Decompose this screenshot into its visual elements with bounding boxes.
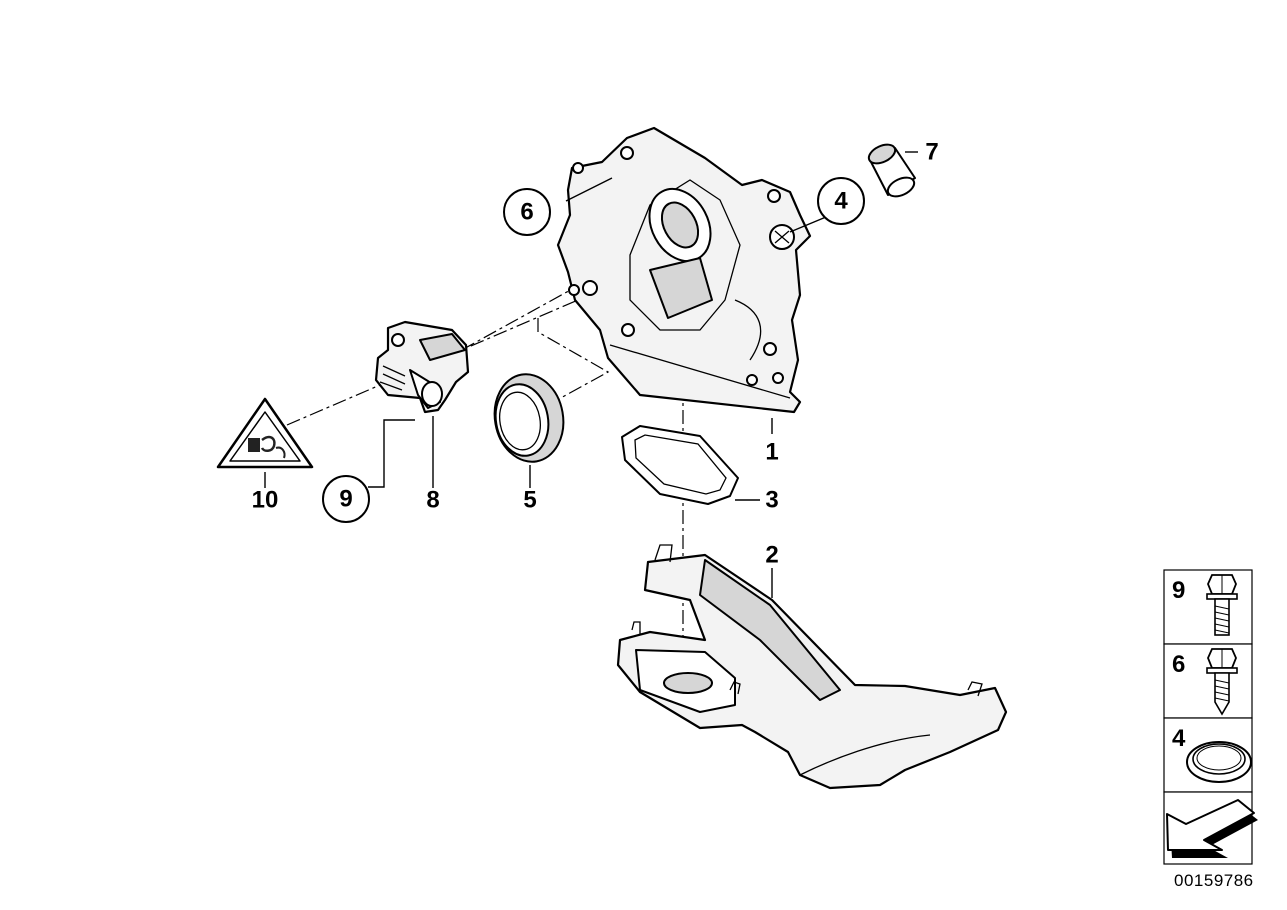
warning-label[interactable] bbox=[216, 397, 314, 469]
legend-panel: 9 6 4 bbox=[1163, 569, 1258, 865]
sleeve[interactable] bbox=[866, 141, 917, 200]
oil-can-symbol-icon bbox=[248, 435, 286, 459]
circled-callout-9: 9 bbox=[322, 475, 370, 523]
callout-7: 7 bbox=[925, 139, 938, 166]
sealing-ring-icon bbox=[1186, 741, 1252, 783]
callout-1: 1 bbox=[765, 439, 778, 466]
callout-3: 3 bbox=[765, 487, 778, 514]
oil-pump-housing[interactable] bbox=[556, 126, 812, 414]
callout-10: 10 bbox=[252, 487, 279, 514]
callout-9: 9 bbox=[339, 486, 352, 513]
legend-label-6: 6 bbox=[1172, 651, 1185, 678]
legend-label-9: 9 bbox=[1172, 577, 1185, 604]
oil-level-sensor[interactable] bbox=[374, 320, 470, 414]
circled-callout-6: 6 bbox=[503, 188, 551, 236]
hex-bolt-icon bbox=[1206, 574, 1238, 636]
document-number: 00159786 bbox=[1174, 871, 1254, 890]
self-tapping-screw-icon bbox=[1206, 648, 1238, 716]
oil-suction-pipe[interactable] bbox=[616, 544, 1008, 790]
callout-5: 5 bbox=[523, 487, 536, 514]
shaft-seal[interactable] bbox=[488, 369, 570, 467]
callout-8: 8 bbox=[426, 487, 439, 514]
gasket[interactable] bbox=[621, 425, 739, 505]
callout-4: 4 bbox=[834, 188, 848, 215]
legend-label-4: 4 bbox=[1172, 725, 1186, 752]
callout-6: 6 bbox=[520, 199, 533, 226]
callout-2: 2 bbox=[765, 542, 778, 569]
circled-callout-4: 4 bbox=[817, 177, 865, 225]
direction-arrow-icon bbox=[1166, 799, 1258, 858]
